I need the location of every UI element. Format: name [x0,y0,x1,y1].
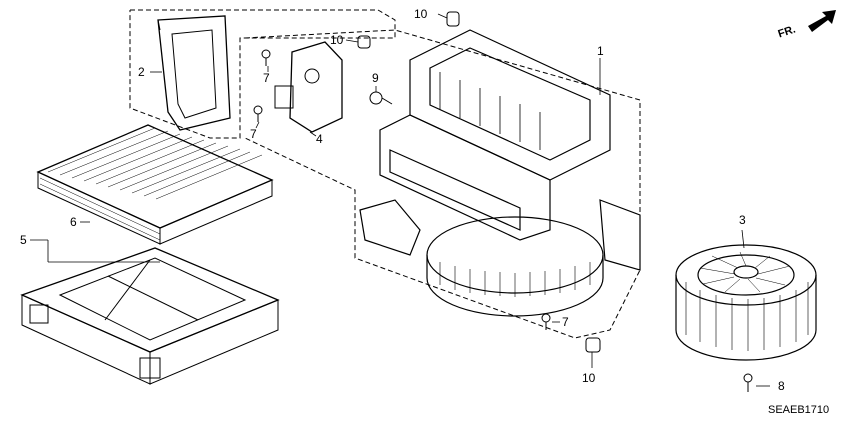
callout-7-middle: 7 [250,127,257,141]
callout-7-upper: 7 [263,71,270,85]
actuator-part [274,41,343,133]
callout-10-bottom: 10 [582,371,596,385]
callout-2: 2 [138,65,145,79]
leader-lines [30,13,770,387]
front-direction-arrow-icon [808,10,836,32]
group-outline-upper-left [129,9,396,139]
screw-7-upper [261,49,271,66]
screw-7-middle [253,105,263,122]
callout-5: 5 [20,233,27,247]
callout-10-top: 10 [414,7,428,21]
grommet-10-bottom [585,337,601,353]
seal-gasket-part [157,15,231,131]
group-outline-assembly [244,29,641,339]
screw-8 [743,373,753,392]
grommet-10-top [446,11,460,27]
blower-motor-part [675,244,817,361]
blower-housing-part [359,29,641,317]
callout-7-lower: 7 [562,315,569,329]
callout-4: 4 [316,132,323,146]
filter-frame-part [20,247,280,385]
clip-9-part [369,91,393,105]
callout-1: 1 [597,44,604,58]
callout-6: 6 [70,215,77,229]
callout-10-mid: 10 [330,33,344,47]
callout-9: 9 [372,71,379,85]
screw-7-lower [541,313,551,330]
filter-element-part [36,124,274,245]
callout-3: 3 [739,213,746,227]
callout-8: 8 [778,379,785,393]
diagram-code: SEAEB1710 [768,404,830,416]
